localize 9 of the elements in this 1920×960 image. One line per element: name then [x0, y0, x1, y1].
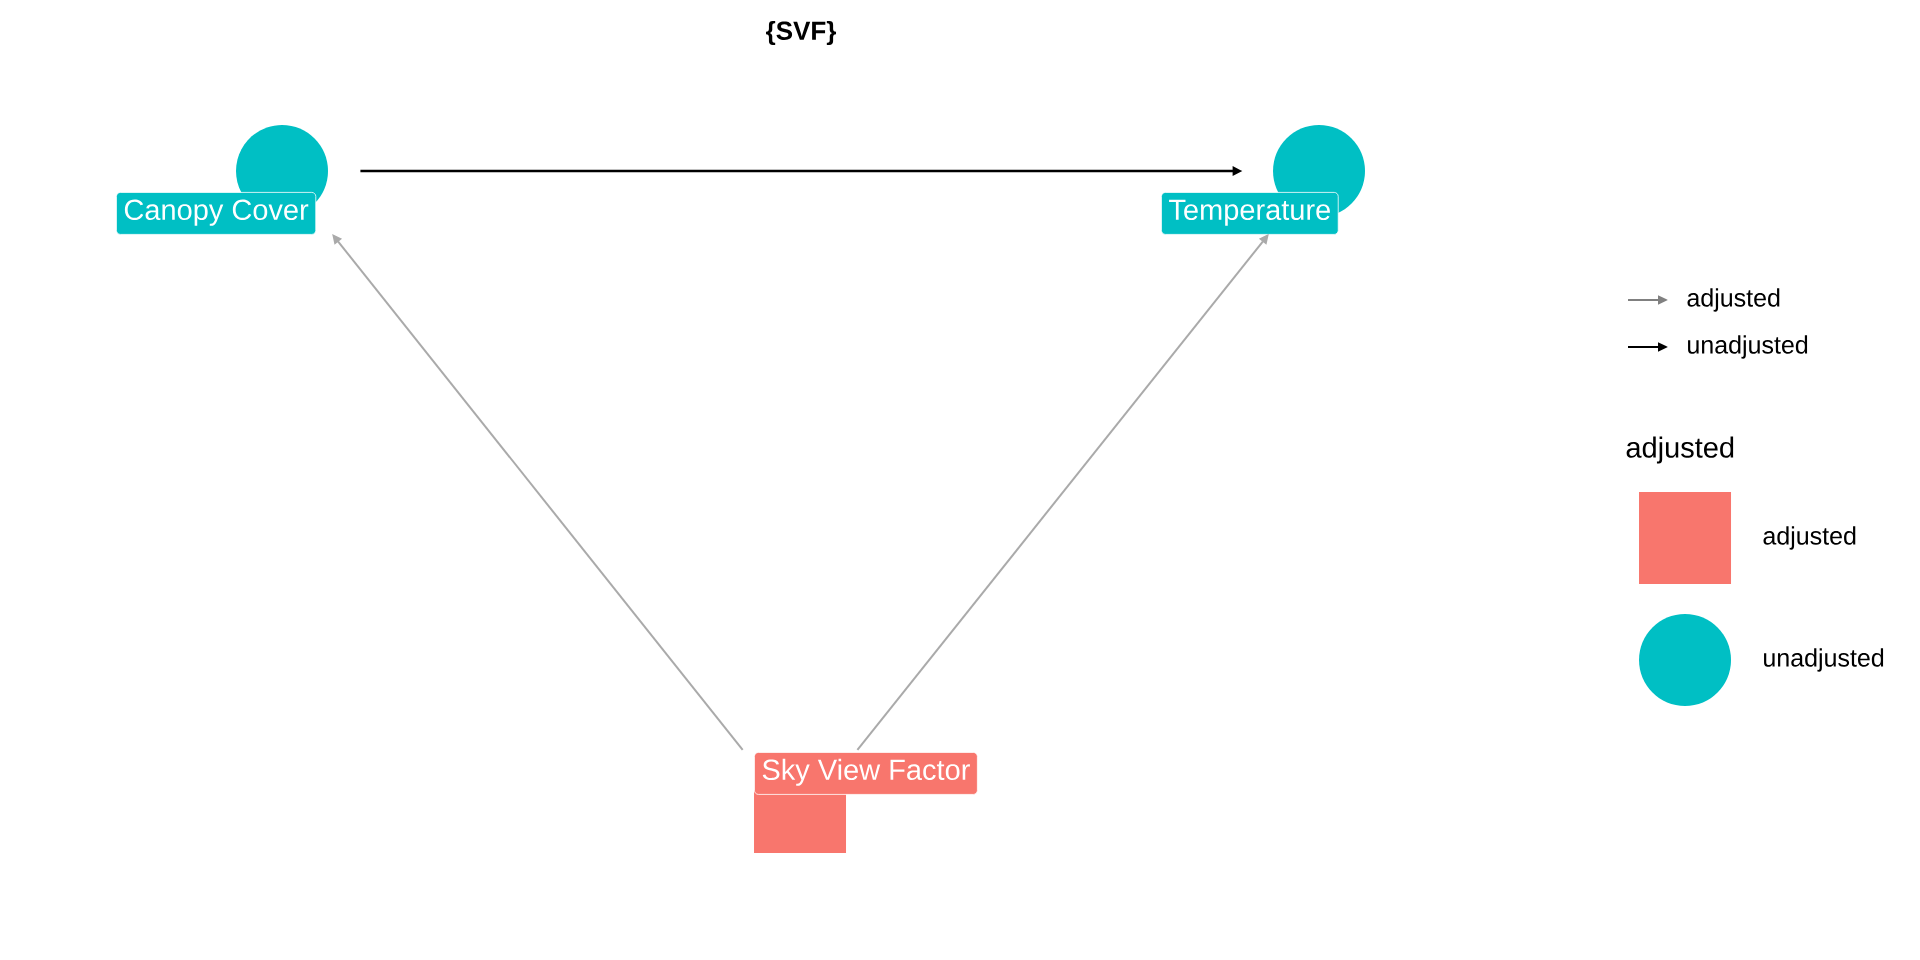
legend-label: adjusted [1687, 288, 1780, 312]
chart-title: {SVF} [766, 20, 836, 46]
legend-label: unadjusted [1764, 648, 1884, 672]
legend-label: unadjusted [1688, 335, 1808, 359]
legend-title: adjusted [1626, 436, 1734, 464]
labeled-node-square: Sky View Factor [754, 752, 978, 853]
arrow [332, 234, 744, 751]
legend-label: adjusted [1763, 526, 1856, 550]
arrow [856, 234, 1269, 751]
